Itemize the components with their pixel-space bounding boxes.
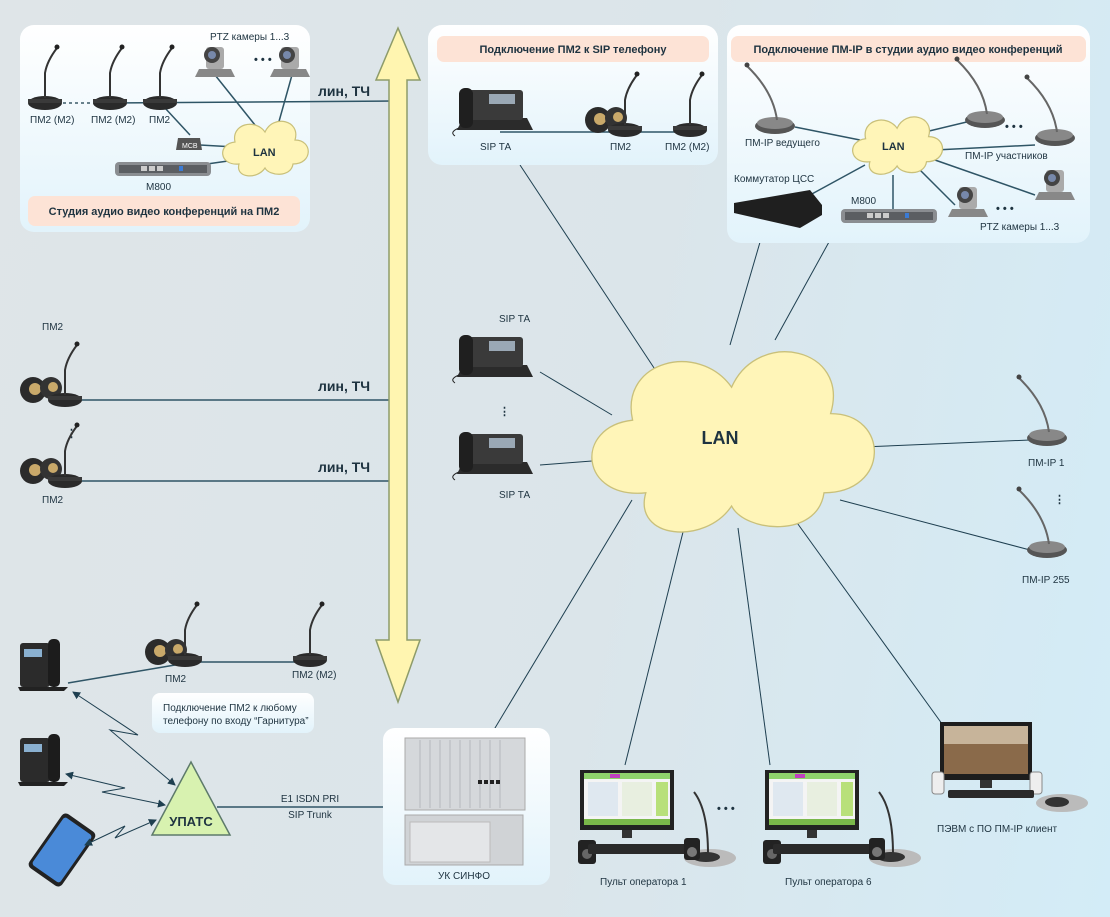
svg-text:SIP Trunk: SIP Trunk	[288, 810, 333, 821]
svg-text:ПЭВМ с ПО ПМ-IP клиент: ПЭВМ с ПО ПМ-IP клиент	[937, 824, 1058, 835]
line-label: лин, ТЧ	[318, 83, 370, 99]
studio-pmip-card: Подключение ПМ-IP в студии аудио видео к…	[727, 25, 1090, 346]
headset-note: Подключение ПМ2 к любому	[163, 702, 297, 714]
svg-text:ПМ-IP 255: ПМ-IP 255	[1022, 575, 1070, 586]
desk-phone-icon	[18, 639, 68, 691]
svg-text:М800: М800	[851, 196, 876, 207]
mic-label: ПМ2 (М2)	[30, 115, 74, 126]
svg-text:телефону по входу “Гарнитура”: телефону по входу “Гарнитура”	[163, 715, 309, 727]
switch-icon	[734, 190, 822, 228]
mic-label: ПМ2 (М2)	[91, 115, 135, 126]
svg-text:SIP ТА: SIP ТА	[480, 142, 511, 153]
svg-text:лин, ТЧ: лин, ТЧ	[318, 459, 370, 475]
pmip-banner: Подключение ПМ-IP в студии аудио видео к…	[753, 44, 1062, 56]
svg-text:ПМ2 (М2): ПМ2 (М2)	[292, 670, 336, 681]
svg-text:LAN: LAN	[253, 147, 276, 159]
svg-text:Коммутатор ЦСС: Коммутатор ЦСС	[734, 174, 814, 185]
svg-text:УК СИНФО: УК СИНФО	[438, 871, 490, 882]
microphone-icon	[47, 340, 83, 408]
pbx-triangle	[150, 760, 232, 836]
sip-banner: Подключение ПМ2 к SIP телефону	[480, 44, 668, 56]
microphone-icon	[292, 600, 328, 668]
svg-text:ПМ2: ПМ2	[42, 322, 64, 333]
svg-text:Пульт оператора 6: Пульт оператора 6	[785, 877, 872, 888]
svg-text:• • •: • • •	[1005, 121, 1023, 133]
lan-links	[491, 371, 1031, 766]
svg-text:SIP ТА: SIP ТА	[499, 314, 530, 325]
sip-phone-icon	[452, 431, 534, 481]
svg-text:ПМ2: ПМ2	[42, 495, 64, 506]
mcb-device-icon	[176, 138, 202, 150]
svg-text:ПМ2: ПМ2	[610, 142, 632, 153]
headset-group: ПМ2 ПМ2 (М2) Подключение ПМ2 к любому те…	[18, 600, 336, 887]
svg-text:• • •: • • •	[254, 54, 272, 66]
lan-label: LAN	[702, 428, 739, 448]
client-pc-icon	[931, 722, 1088, 812]
cameras-label: PTZ камеры 1...3	[210, 32, 290, 43]
left-mics-group: ПМ2 ⋮ ПМ2 лин, ТЧ лин, ТЧ	[20, 322, 392, 506]
svg-text:МСВ: МСВ	[182, 143, 198, 150]
rack-chassis-icon	[404, 737, 526, 811]
svg-text:ПМ2 (М2): ПМ2 (М2)	[665, 142, 709, 153]
svg-text:LAN: LAN	[882, 141, 905, 153]
svg-text:E1 ISDN PRI: E1 ISDN PRI	[281, 794, 339, 805]
svg-text:ПМ-IP 1: ПМ-IP 1	[1028, 458, 1065, 469]
svg-text:• • •: • • •	[717, 803, 735, 815]
studio-pm2-banner: Студия аудио видео конференций на ПМ2	[49, 206, 280, 218]
pmip-microphone-icon	[1015, 373, 1068, 447]
uk-sinfo-card: УК СИНФО	[383, 728, 550, 885]
wireless-links	[65, 691, 176, 846]
svg-text:PTZ камеры 1...3: PTZ камеры 1...3	[980, 222, 1060, 233]
sip-phone-icon	[452, 87, 534, 137]
svg-text:ПМ2: ПМ2	[165, 674, 187, 685]
svg-text:⋮: ⋮	[1054, 494, 1065, 506]
double-arrow	[374, 26, 422, 705]
svg-text:М800: М800	[146, 182, 171, 193]
svg-text:лин, ТЧ: лин, ТЧ	[318, 378, 370, 394]
svg-text:SIP ТА: SIP ТА	[499, 490, 530, 501]
operator-console-icon	[577, 769, 737, 868]
microphone-icon	[167, 600, 203, 668]
m800-device-icon	[115, 162, 211, 176]
svg-text:⋮: ⋮	[499, 406, 510, 418]
pbx-label: УПАТС	[169, 814, 213, 829]
smartphone-icon	[28, 813, 96, 887]
m800-device-icon	[841, 209, 937, 223]
mic-label: ПМ2	[149, 115, 171, 126]
desk-phone-icon	[18, 734, 68, 786]
svg-text:ПМ-IP участников: ПМ-IP участников	[965, 151, 1048, 162]
svg-text:• • •: • • •	[996, 203, 1014, 215]
sip-phone-card: Подключение ПМ2 к SIP телефону SIP ТА ПМ…	[428, 25, 718, 381]
sip-phone-icon	[452, 334, 534, 384]
svg-text:ПМ-IP ведущего: ПМ-IP ведущего	[745, 138, 820, 149]
svg-text:Пульт оператора 1: Пульт оператора 1	[600, 877, 687, 888]
studio-pm2-card: • • • PTZ камеры 1...3 ПМ2 (М2) ПМ2 (М2)…	[20, 25, 393, 232]
operator-console-icon	[762, 769, 922, 868]
